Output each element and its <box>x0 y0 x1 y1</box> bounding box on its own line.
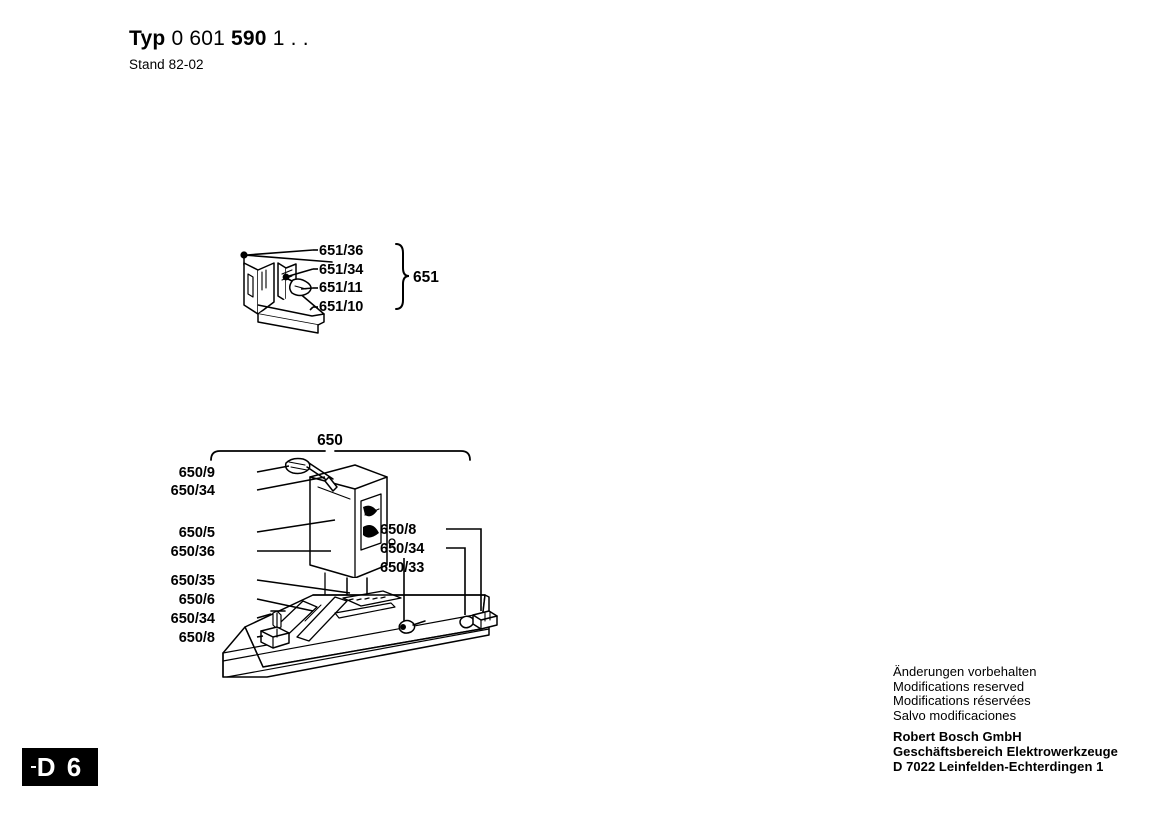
group-label-651: 651 <box>413 269 439 286</box>
page-badge: D 6 <box>22 748 98 786</box>
brace-650 <box>210 450 471 461</box>
label-650-9: 650/9 <box>179 465 215 481</box>
company-name: Robert Bosch GmbH <box>893 729 1022 745</box>
assembly-651-leaders <box>246 249 318 311</box>
page-badge-dash <box>31 766 36 768</box>
assembly-651-figure: 651/36 651/34 651/11 651/10 651 <box>200 230 490 340</box>
page-badge-label: D 6 <box>36 752 84 782</box>
type-number-part-b: 590 <box>231 27 267 50</box>
type-line: Typ 0 601 590 1 . . <box>129 27 309 50</box>
group-label-650: 650 <box>317 432 343 449</box>
type-number-part-c: 1 . . <box>272 27 309 50</box>
label-651-34: 651/34 <box>319 262 363 278</box>
terminal-dot-651-34 <box>282 273 290 281</box>
assembly-650-drawing <box>222 457 498 678</box>
company-address: D 7022 Leinfelden-Echterdingen 1 <box>893 758 1104 774</box>
assembly-650-figure: 650 <box>171 415 565 705</box>
notice-en: Modifications reserved <box>893 678 1025 694</box>
label-650-35: 650/35 <box>171 573 215 589</box>
label-650-36: 650/36 <box>171 544 215 560</box>
footer-text-block: Änderungen vorbehalten Modifications res… <box>893 664 1118 774</box>
label-650-34-top: 650/34 <box>171 483 215 499</box>
label-650-34-right: 650/34 <box>380 541 424 557</box>
label-650-8-right: 650/8 <box>380 522 416 538</box>
label-651-11: 651/11 <box>319 280 363 296</box>
header-block: Typ 0 601 590 1 . . Stand 82-02 <box>129 27 309 73</box>
notice-de: Änderungen vorbehalten <box>893 664 1037 679</box>
assembly-651-drawing <box>243 254 333 334</box>
label-650-6: 650/6 <box>179 592 215 608</box>
notice-es: Salvo modificaciones <box>893 707 1017 723</box>
company-division: Geschäftsbereich Elektrowerkzeuge <box>893 743 1118 759</box>
label-651-10: 651/10 <box>319 299 363 315</box>
label-650-8-left: 650/8 <box>179 630 215 646</box>
assembly-650-leaders-right <box>403 528 482 621</box>
type-number-part-a: 0 601 <box>171 27 225 50</box>
stand-line: Stand 82-02 <box>129 57 204 73</box>
label-651-36: 651/36 <box>319 243 363 259</box>
terminal-dot-651-36 <box>240 251 248 259</box>
label-650-5: 650/5 <box>179 525 215 541</box>
label-650-33: 650/33 <box>380 560 424 576</box>
type-prefix: Typ <box>129 27 166 50</box>
label-650-34-bot: 650/34 <box>171 611 215 627</box>
assembly-650-leaders-left <box>256 465 351 638</box>
brace-651 <box>395 243 410 310</box>
notice-fr: Modifications réservées <box>893 693 1031 709</box>
